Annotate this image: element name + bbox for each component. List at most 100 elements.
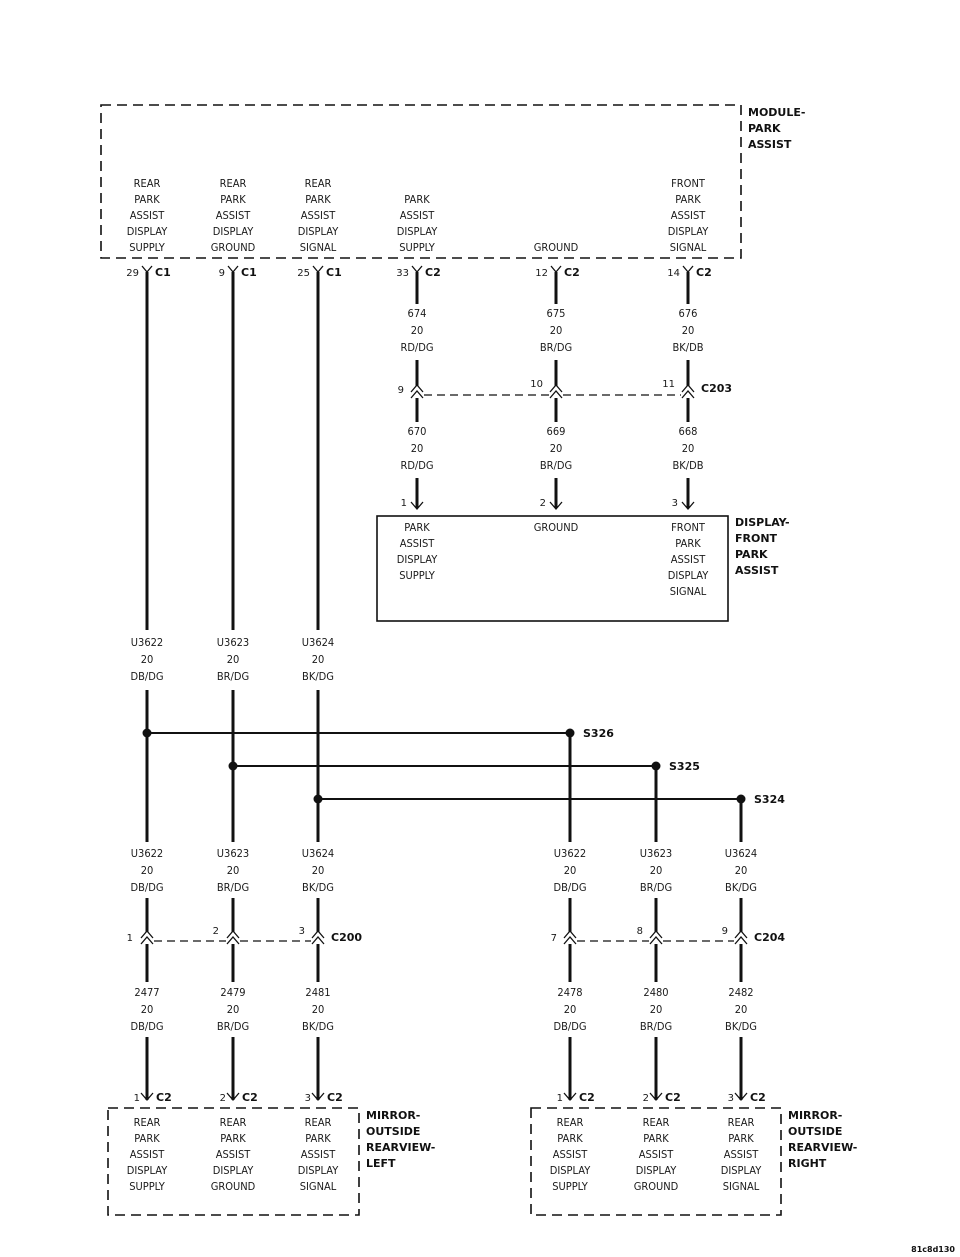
pin-desc: DISPLAY: [298, 1164, 339, 1177]
terminal-symbol: [411, 265, 423, 274]
pin-desc: ASSIST: [130, 209, 166, 222]
cavity-number: 3: [728, 1093, 734, 1104]
mirror-right-outline: [530, 1107, 782, 1216]
pin-desc: SIGNAL: [300, 1180, 337, 1193]
right-branch: U3622 20 DB/DG U3623 20 BR/DG U3624 20 B…: [551, 847, 786, 1104]
wire-circuit: U3622: [554, 847, 586, 860]
connector-id: C2: [425, 266, 441, 279]
wire-circuit: 675: [547, 307, 566, 320]
cavity-number: 2: [213, 926, 219, 937]
connector-c204: 7 8 9 C204: [551, 926, 785, 945]
wire-circuit: 2481: [305, 986, 330, 999]
wire-gauge: 20: [312, 864, 325, 877]
wire-color: BR/DG: [217, 670, 249, 683]
wire-circuit: U3623: [640, 847, 672, 860]
wire-color: DB/DG: [553, 1020, 586, 1033]
cavity-number: 3: [299, 926, 305, 937]
terminal-symbol: [563, 1092, 577, 1101]
cavity-number: 1: [134, 1093, 140, 1104]
wire-gauge: 20: [550, 324, 563, 337]
wire-gauge: 20: [650, 864, 663, 877]
pin-desc: SIGNAL: [723, 1180, 760, 1193]
figure-id: 81c8d130: [911, 1245, 955, 1254]
mirror-left-name-line: REARVIEW-: [366, 1141, 435, 1154]
connector-id: C2: [156, 1091, 172, 1104]
connector-symbol: [649, 930, 663, 939]
display-name-line: DISPLAY-: [735, 516, 790, 529]
connector-symbol: [140, 936, 154, 945]
wire-circuit: 674: [408, 307, 427, 320]
connector-id: C2: [327, 1091, 343, 1104]
terminal-symbol: [549, 501, 563, 510]
connector-name: C203: [701, 382, 732, 395]
pin-desc: REAR: [557, 1116, 584, 1129]
pin-desc: ASSIST: [671, 553, 707, 566]
splice-label: S324: [754, 793, 785, 806]
terminal-symbol: [227, 265, 239, 274]
wire-circuit: 669: [547, 425, 566, 438]
mirror-right-name-line: OUTSIDE: [788, 1125, 842, 1138]
wire-color: BR/DG: [540, 459, 572, 472]
wire-gauge: 20: [227, 864, 240, 877]
terminal-symbol: [682, 265, 694, 274]
pin-desc: PARK: [305, 193, 331, 206]
connector-id: C2: [564, 266, 580, 279]
terminal-symbol: [226, 1092, 240, 1101]
pin-desc: REAR: [220, 177, 247, 190]
cavity-number: 1: [401, 498, 407, 509]
splice-dot: [142, 728, 152, 738]
left-branch: U3622 20 DB/DG U3623 20 BR/DG U3624 20 B…: [127, 847, 363, 1104]
wire-gauge: 20: [141, 864, 154, 877]
wire-circuit: 2477: [134, 986, 159, 999]
terminal-symbol: [734, 1092, 748, 1101]
wire-circuit: 2480: [643, 986, 668, 999]
terminal-symbol: [312, 265, 324, 274]
cavity-number: 11: [662, 379, 675, 390]
connector-symbol: [410, 390, 424, 399]
connector-symbol: [563, 930, 577, 939]
connector-id: C1: [326, 266, 342, 279]
wire-color: BR/DG: [640, 1020, 672, 1033]
wire-color: DB/DG: [130, 670, 163, 683]
connector-symbol: [681, 384, 695, 393]
wire-gauge: 20: [312, 1003, 325, 1016]
mirror-right-name-line: REARVIEW-: [788, 1141, 857, 1154]
cavity-number: 33: [396, 268, 409, 279]
wire-color: BK/DG: [725, 1020, 757, 1033]
connector-name: C204: [754, 931, 785, 944]
rear-trunk-circuit: U3622 20 DB/DG U3623 20 BR/DG U3624 20 B…: [130, 272, 334, 842]
wire-gauge: 20: [227, 1003, 240, 1016]
mirror-left-name-line: MIRROR-: [366, 1109, 420, 1122]
wire-circuit: 2478: [557, 986, 582, 999]
pin-desc: ASSIST: [400, 209, 436, 222]
connector-symbol: [734, 936, 748, 945]
wire-color: DB/DG: [553, 881, 586, 894]
connector-symbol: [311, 930, 325, 939]
pin-desc: GROUND: [534, 241, 579, 254]
pin-desc: ASSIST: [400, 537, 436, 550]
connector-symbol: [410, 384, 424, 393]
pin-desc: REAR: [220, 1116, 247, 1129]
display-name-line: PARK: [735, 548, 768, 561]
module-park-assist-name-line: MODULE-: [748, 106, 805, 119]
pin-desc: DISPLAY: [636, 1164, 677, 1177]
connector-symbol: [140, 930, 154, 939]
wire-color: BK/DG: [302, 670, 334, 683]
cavity-number: 9: [722, 926, 728, 937]
display-outline: [376, 515, 729, 622]
wire-gauge: 20: [650, 1003, 663, 1016]
pin-desc: FRONT: [671, 521, 706, 534]
terminal-symbol: [681, 501, 695, 510]
wire-circuit: 2479: [220, 986, 245, 999]
pin-desc: SIGNAL: [670, 241, 707, 254]
pin-desc: DISPLAY: [397, 225, 438, 238]
pin-desc: DISPLAY: [213, 1164, 254, 1177]
pin-desc: DISPLAY: [213, 225, 254, 238]
cavity-number: 12: [535, 268, 548, 279]
pin-desc: DISPLAY: [668, 225, 709, 238]
pin-desc: ASSIST: [671, 209, 707, 222]
wire-color: BR/DG: [217, 1020, 249, 1033]
pin-desc: PARK: [675, 193, 701, 206]
cavity-number: 3: [672, 498, 678, 509]
